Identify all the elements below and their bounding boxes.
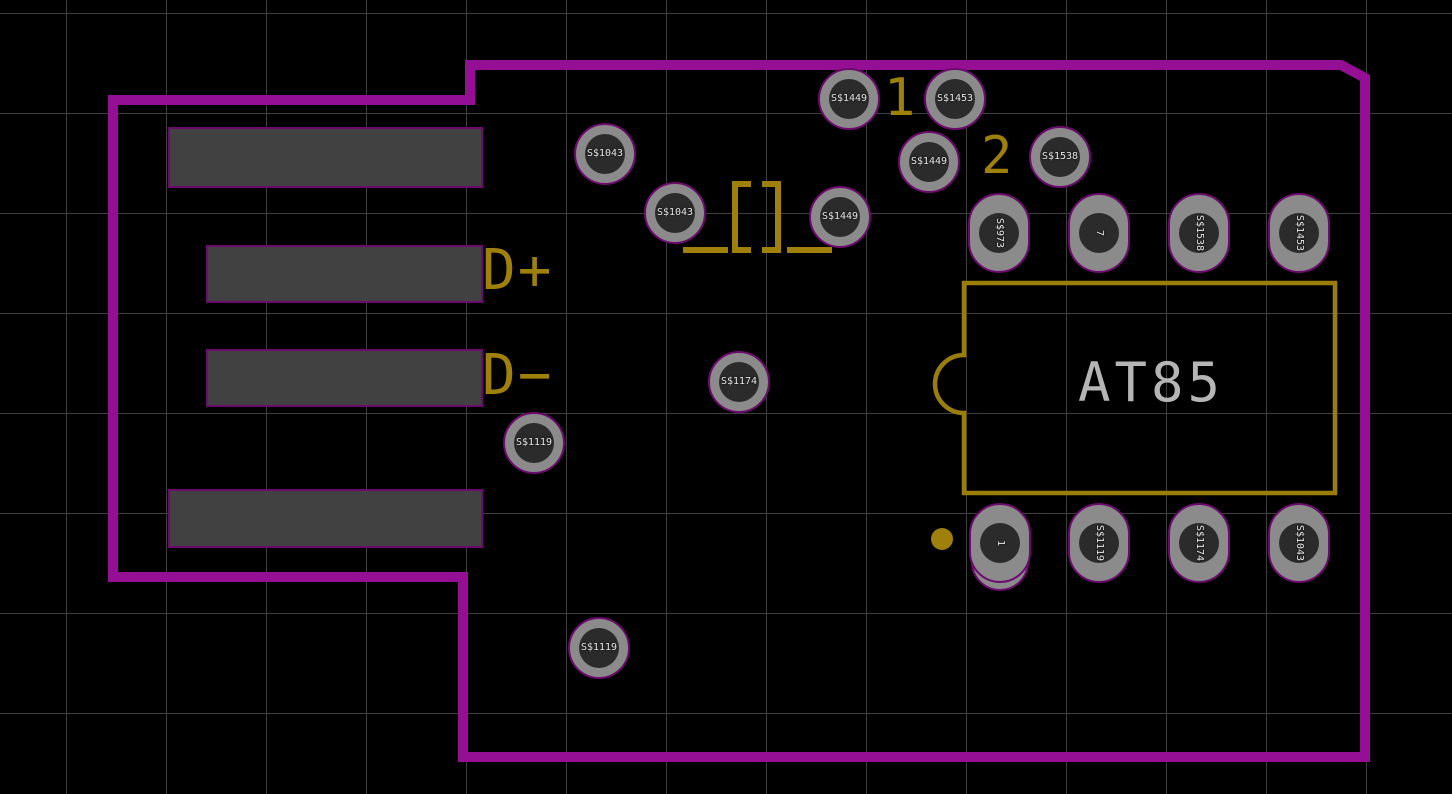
pad-label: S$1449 — [910, 156, 948, 167]
usb-contact-pad[interactable] — [206, 245, 483, 303]
pin1-origin-dot — [931, 528, 953, 550]
drill-hole: S$1043 — [585, 134, 625, 174]
pad-label: S$1174 — [1194, 524, 1205, 562]
drill-hole: S$1119 — [1079, 523, 1119, 563]
pad-label: S$1449 — [830, 93, 868, 104]
drill-hole: S$1449 — [829, 79, 869, 119]
drill-hole: S$1453 — [935, 79, 975, 119]
round-through-hole-pad[interactable]: S$1453 — [924, 68, 986, 130]
drill-hole: S$1449 — [909, 142, 949, 182]
pad-label: S$1043 — [1294, 524, 1305, 562]
oval-through-hole-pad[interactable]: 7 — [1068, 193, 1130, 273]
oval-through-hole-pad[interactable]: S$1119 — [1068, 503, 1130, 583]
drill-hole: S$1538 — [1179, 213, 1219, 253]
usb-contact-pad[interactable] — [168, 489, 483, 548]
pad-label: S$1043 — [586, 148, 624, 159]
oval-through-hole-pad[interactable]: S$1174 — [1168, 503, 1230, 583]
pad-label: S$1538 — [1194, 214, 1205, 252]
silkscreen-dminus-label[interactable]: D− — [482, 343, 554, 408]
crystal-silkscreen-segment[interactable] — [762, 247, 781, 253]
pad-label: 7 — [1094, 229, 1105, 237]
round-through-hole-pad[interactable]: S$1449 — [818, 68, 880, 130]
pad-label: S$1538 — [1041, 151, 1079, 162]
pad-label: S$1449 — [821, 211, 859, 222]
round-through-hole-pad[interactable]: S$1174 — [708, 351, 770, 413]
drill-hole: S$1119 — [514, 423, 554, 463]
drill-hole: S$1174 — [719, 362, 759, 402]
drill-hole: S$1174 — [1179, 523, 1219, 563]
oval-through-hole-pad[interactable]: S$973 — [968, 193, 1030, 273]
silkscreen-pin2-number[interactable]: 2 — [981, 126, 1013, 186]
pad-label: S$1453 — [936, 93, 974, 104]
drill-hole: 7 — [1079, 213, 1119, 253]
pad-label: S$1043 — [656, 207, 694, 218]
round-through-hole-pad[interactable]: S$1449 — [898, 131, 960, 193]
drill-hole: S$1449 — [820, 197, 860, 237]
oval-through-hole-pad[interactable]: S$1538 — [1168, 193, 1230, 273]
crystal-silkscreen-segment[interactable] — [683, 247, 728, 253]
crystal-silkscreen-segment[interactable] — [732, 247, 751, 253]
crystal-silkscreen-segment[interactable] — [732, 181, 738, 253]
round-through-hole-pad[interactable]: S$1043 — [644, 182, 706, 244]
drill-hole: S$1119 — [579, 628, 619, 668]
pad-label: 1 — [995, 539, 1006, 547]
pad-label: S$1453 — [1294, 214, 1305, 252]
drill-hole: S$1453 — [1279, 213, 1319, 253]
silkscreen-dplus-label[interactable]: D+ — [482, 238, 554, 303]
pad-label: S$1174 — [720, 376, 758, 387]
crystal-silkscreen-segment[interactable] — [762, 181, 781, 187]
usb-contact-pad[interactable] — [206, 349, 483, 407]
oval-through-hole-pad[interactable]: S$1453 — [1268, 193, 1330, 273]
drill-hole: S$1043 — [1279, 523, 1319, 563]
round-through-hole-pad[interactable]: S$1043 — [574, 123, 636, 185]
silkscreen-pin1-number[interactable]: 1 — [884, 68, 916, 128]
round-through-hole-pad[interactable]: S$1119 — [503, 412, 565, 474]
crystal-silkscreen-segment[interactable] — [787, 247, 832, 253]
oval-through-hole-pad[interactable]: 1 — [969, 503, 1031, 583]
crystal-silkscreen-segment[interactable] — [775, 181, 781, 253]
chip-name-label[interactable]: AT85 — [1078, 351, 1225, 414]
pad-label: S$1119 — [515, 437, 553, 448]
ic-package-outline[interactable] — [932, 280, 1338, 496]
board-outline[interactable] — [108, 60, 1370, 762]
pad-label: S$1119 — [580, 642, 618, 653]
round-through-hole-pad[interactable]: S$1449 — [809, 186, 871, 248]
pad-label: S$973 — [993, 217, 1005, 249]
round-through-hole-pad[interactable]: S$1119 — [568, 617, 630, 679]
drill-hole: S$1043 — [655, 193, 695, 233]
round-through-hole-pad[interactable]: S$1538 — [1029, 126, 1091, 188]
pad-label: S$1119 — [1094, 524, 1105, 562]
crystal-silkscreen-segment[interactable] — [732, 181, 751, 187]
drill-hole: 1 — [980, 523, 1020, 563]
drill-hole: S$973 — [979, 213, 1019, 253]
oval-through-hole-pad[interactable]: S$1043 — [1268, 503, 1330, 583]
drill-hole: S$1538 — [1040, 137, 1080, 177]
usb-contact-pad[interactable] — [168, 127, 483, 188]
